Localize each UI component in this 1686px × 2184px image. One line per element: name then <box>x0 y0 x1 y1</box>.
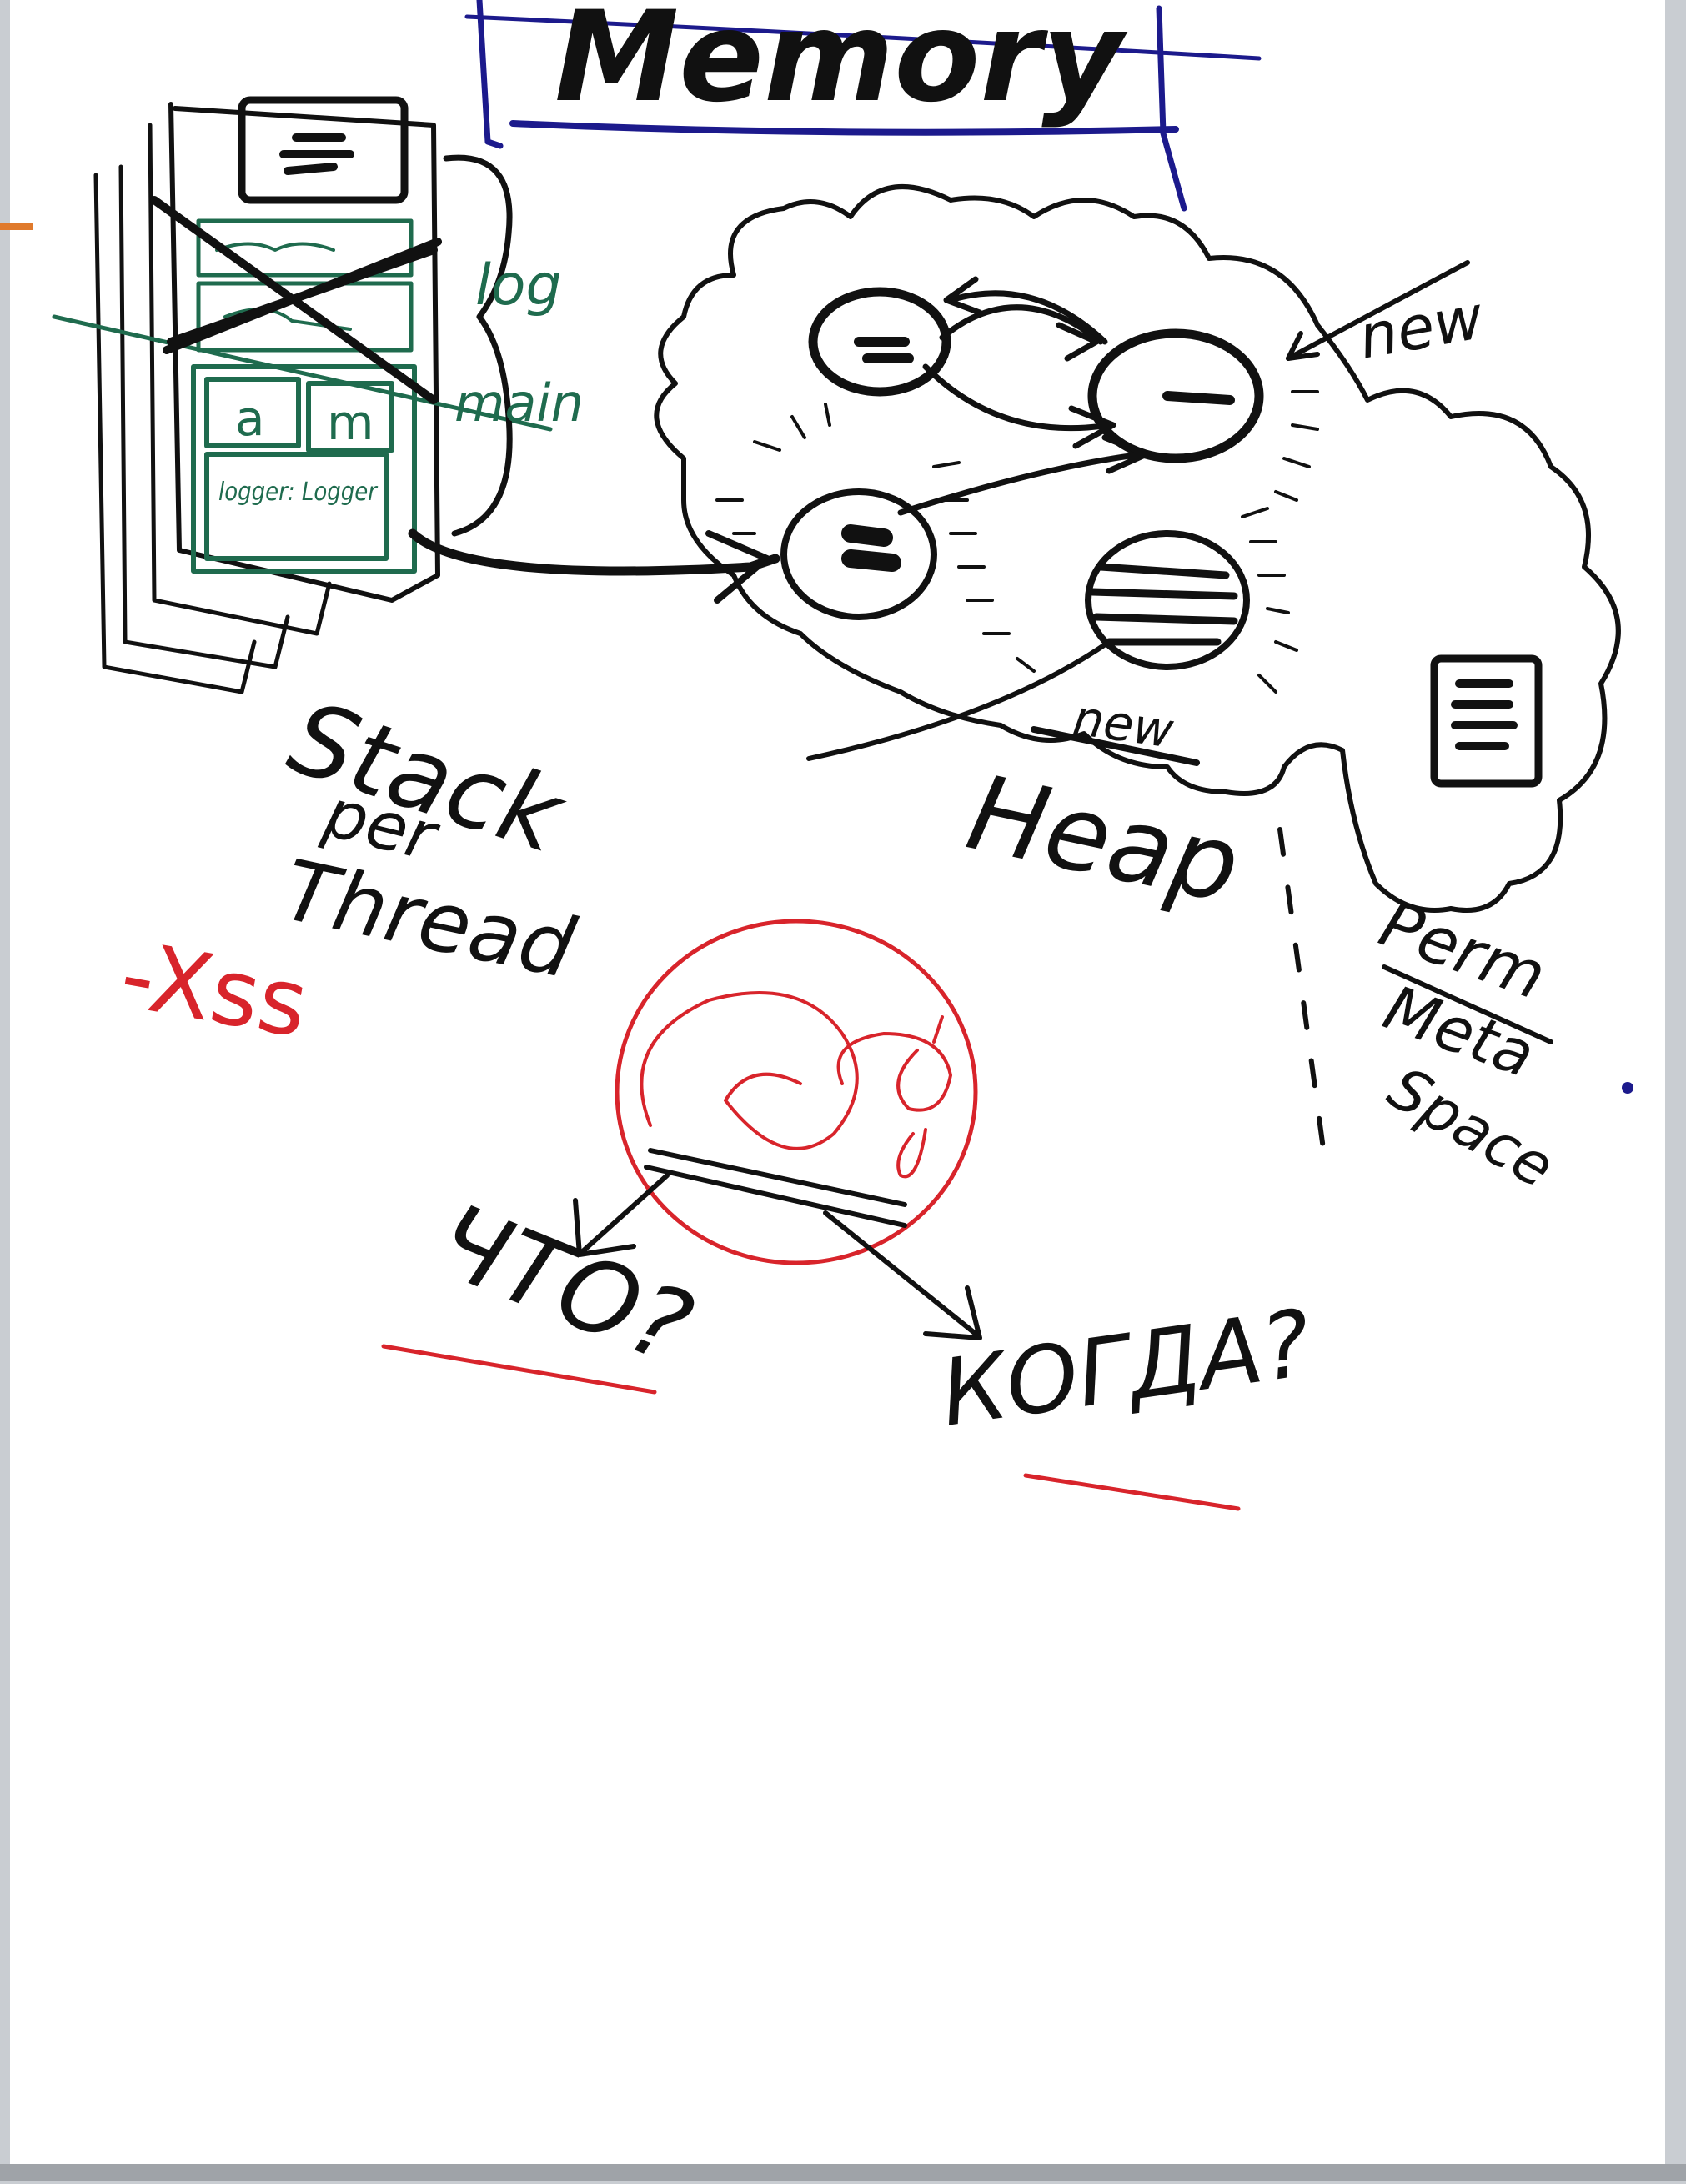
stack-to-heap-arrow <box>408 528 780 576</box>
heap-new-pointer-line <box>1286 260 1470 361</box>
brace-label-log: log <box>475 253 562 318</box>
gc-lines <box>644 1148 907 1228</box>
title-text: Memory <box>554 0 1128 130</box>
stack-brace <box>443 154 513 537</box>
paper-sheet <box>10 0 1665 2167</box>
stack-frame-logger <box>204 452 389 561</box>
question-when-underline <box>1023 1473 1241 1511</box>
heap-object-1 <box>808 287 951 397</box>
brace-label-main: main <box>454 373 584 433</box>
stack-top-document-icon <box>238 96 409 204</box>
arrow-to-when <box>823 1210 982 1340</box>
heap-perm-separator <box>1277 827 1328 1170</box>
stack-frame-a <box>204 377 301 448</box>
gc-circle <box>615 919 978 1265</box>
stack-cross-out <box>150 196 442 404</box>
paper-bottom-edge <box>0 2164 1686 2181</box>
stack-frame-a-label: a <box>235 390 265 447</box>
stack-sheet-back-3 <box>93 173 257 694</box>
stack-frame-logger-label: logger: Logger <box>218 478 378 507</box>
heap-object-2 <box>1087 328 1264 463</box>
arrow-to-what <box>573 1173 670 1257</box>
stack-frame-m <box>306 381 394 453</box>
heap-object-garbage <box>1085 530 1250 670</box>
heap-object-3 <box>780 488 937 620</box>
stack-sheet-back-1 <box>148 123 332 636</box>
stack-frame-m-label: m <box>327 394 374 451</box>
stack-sheet-front <box>168 102 440 603</box>
stack-frames-box <box>191 364 417 574</box>
edge-dot <box>1622 1082 1633 1094</box>
stack-frame-crossed-2 <box>196 281 414 353</box>
perm-document-icon <box>1430 654 1543 788</box>
stack-sheet-back-2 <box>118 164 290 669</box>
gc-spiral <box>640 991 952 1150</box>
question-what-underline <box>381 1344 657 1395</box>
title-box: Memory <box>464 0 1262 212</box>
